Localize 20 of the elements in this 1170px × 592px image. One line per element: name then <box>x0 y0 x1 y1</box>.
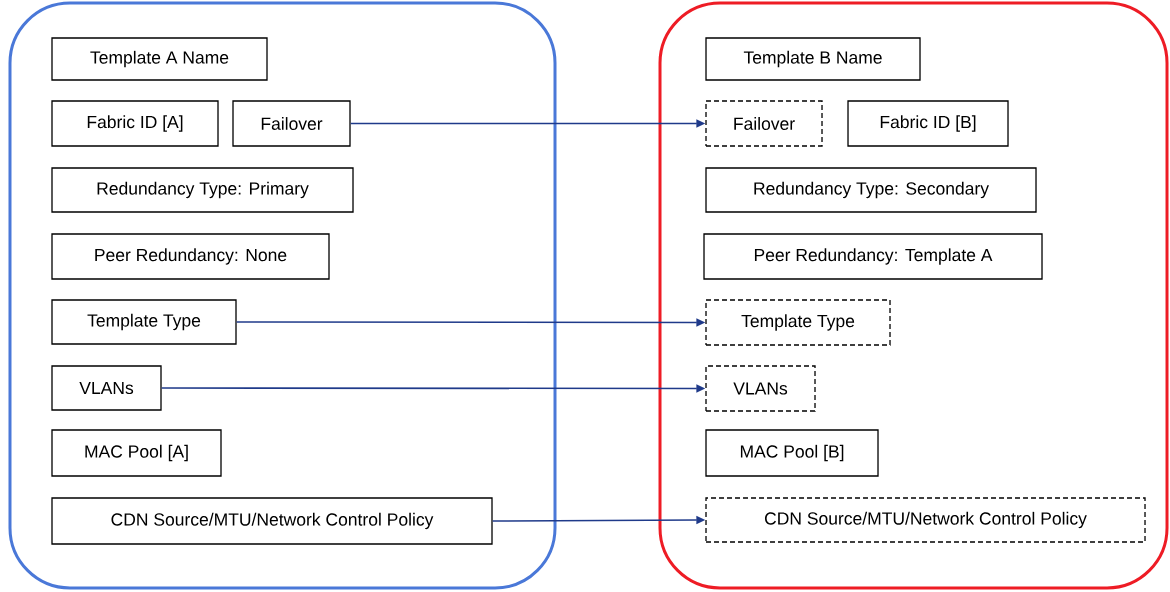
field-box: Template Type <box>51 299 237 345</box>
field-box: Redundancy Type: Primary <box>51 167 354 213</box>
field-box: Failover <box>705 100 823 147</box>
field-box: MAC Pool [B] <box>705 429 879 477</box>
container-box <box>658 1 1169 590</box>
field-box: Template A Name <box>51 37 268 81</box>
field-box: Failover <box>232 100 351 147</box>
field-box: MAC Pool [A] <box>51 429 222 477</box>
field-box: Peer Redundancy: None <box>51 233 330 280</box>
field-box: Template Type <box>705 299 891 346</box>
field-box: Fabric ID [A] <box>51 100 219 147</box>
field-box: Peer Redundancy: Template A <box>703 233 1043 280</box>
container-box <box>8 1 557 590</box>
field-box: CDN Source/MTU/Network Control Policy <box>51 497 493 545</box>
field-box: VLANs <box>51 365 162 411</box>
field-box: VLANs <box>705 365 816 412</box>
field-box: Redundancy Type: Secondary <box>705 167 1037 213</box>
field-box: CDN Source/MTU/Network Control Policy <box>705 497 1146 543</box>
field-box: Template B Name <box>705 37 921 81</box>
field-box: Fabric ID [B] <box>847 100 1009 147</box>
